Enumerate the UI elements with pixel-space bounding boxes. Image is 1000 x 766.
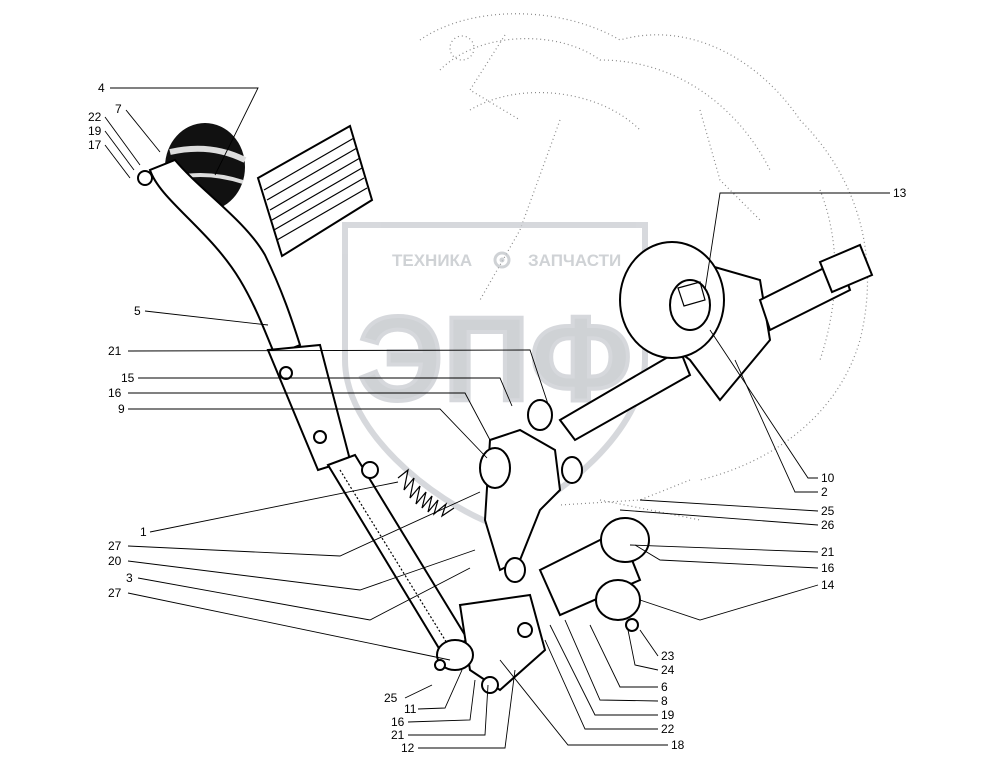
callout-7: 7: [115, 102, 122, 116]
callout-5: 5: [134, 304, 141, 318]
pedal-pad: [256, 124, 374, 258]
callout-21: 21: [108, 344, 122, 358]
callout-16: 16: [391, 715, 405, 729]
watermark-text-left: ТЕХНИКА: [392, 251, 472, 270]
callout-12: 12: [401, 741, 415, 755]
callout-11: 11: [404, 702, 417, 716]
callout-25: 25: [821, 504, 835, 518]
callout-22: 22: [661, 722, 675, 736]
callout-labels: 4 7 22 19 17 5 21 15 16 9 1 27 20 3 27 2…: [88, 81, 907, 755]
callout-25: 25: [384, 691, 398, 705]
callout-27: 27: [108, 539, 122, 553]
callout-16: 16: [108, 386, 122, 400]
callout-9: 9: [118, 402, 125, 416]
callout-24: 24: [661, 663, 675, 677]
callout-18: 18: [671, 738, 685, 752]
lower-shaft: [434, 517, 650, 694]
release-rod: [326, 453, 470, 652]
callout-10: 10: [821, 471, 835, 485]
callout-22: 22: [88, 110, 102, 124]
callout-4: 4: [98, 81, 105, 95]
callout-27: 27: [108, 586, 122, 600]
callout-21: 21: [821, 545, 835, 559]
callout-8: 8: [661, 694, 668, 708]
callout-23: 23: [661, 649, 675, 663]
callout-1: 1: [140, 525, 147, 539]
callout-13: 13: [893, 186, 907, 200]
callout-2: 2: [821, 485, 828, 499]
pedal-lever: [137, 158, 352, 472]
callout-16: 16: [821, 561, 835, 575]
callout-19: 19: [661, 708, 675, 722]
callout-21: 21: [391, 728, 405, 742]
callout-20: 20: [108, 554, 122, 568]
callout-14: 14: [821, 578, 835, 592]
callout-19: 19: [88, 124, 102, 138]
watermark-text-right: ЗАПЧАСТИ: [528, 251, 621, 270]
gear-icon: [493, 251, 511, 269]
callout-15: 15: [121, 371, 135, 385]
callout-3: 3: [126, 571, 133, 585]
leader-lines: [104, 87, 890, 749]
release-shaft: [558, 241, 874, 442]
return-spring: [361, 461, 455, 518]
callout-6: 6: [661, 680, 668, 694]
callout-26: 26: [821, 518, 835, 532]
callout-17: 17: [88, 138, 102, 152]
clutch-housing-outline: [419, 13, 869, 521]
central-bracket: [479, 399, 583, 583]
